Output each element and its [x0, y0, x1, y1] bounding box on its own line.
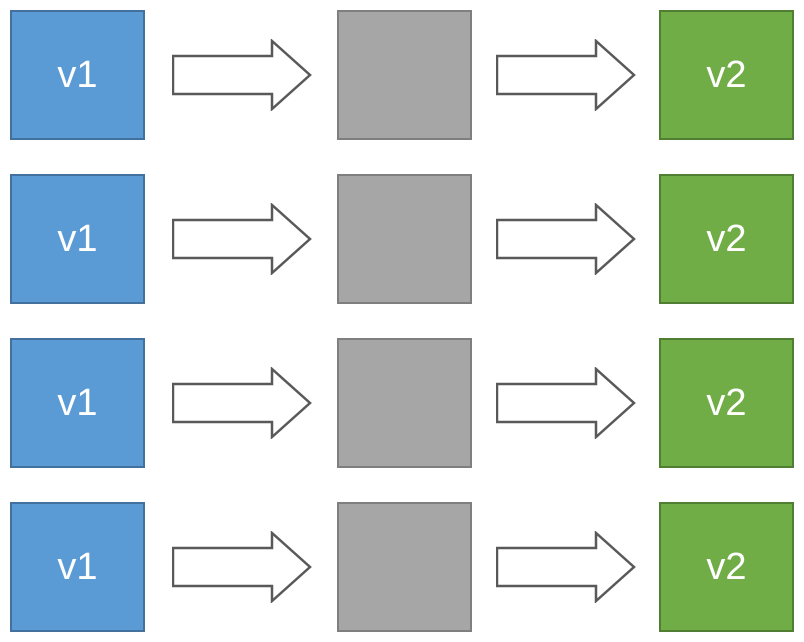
flow-row: v1 v2 — [10, 10, 804, 140]
flow-row: v1 v2 — [10, 338, 804, 468]
right-arrow-icon — [172, 203, 312, 275]
source-node: v1 — [10, 10, 145, 140]
source-node: v1 — [10, 174, 145, 304]
target-node-label: v2 — [706, 54, 747, 96]
source-node-label: v1 — [57, 382, 98, 424]
target-node-label: v2 — [706, 382, 747, 424]
intermediate-node — [337, 502, 472, 632]
target-node: v2 — [659, 10, 794, 140]
intermediate-node — [337, 338, 472, 468]
intermediate-node — [337, 10, 472, 140]
source-node: v1 — [10, 338, 145, 468]
target-node-label: v2 — [706, 546, 747, 588]
right-arrow-icon — [496, 39, 636, 111]
right-arrow-icon — [172, 367, 312, 439]
target-node: v2 — [659, 502, 794, 632]
right-arrow-icon — [496, 531, 636, 603]
right-arrow-icon — [172, 531, 312, 603]
source-node-label: v1 — [57, 218, 98, 260]
flow-row: v1 v2 — [10, 174, 804, 304]
target-node-label: v2 — [706, 218, 747, 260]
source-node: v1 — [10, 502, 145, 632]
target-node: v2 — [659, 338, 794, 468]
target-node: v2 — [659, 174, 794, 304]
right-arrow-icon — [172, 39, 312, 111]
right-arrow-icon — [496, 367, 636, 439]
flow-row: v1 v2 — [10, 502, 804, 632]
source-node-label: v1 — [57, 54, 98, 96]
right-arrow-icon — [496, 203, 636, 275]
source-node-label: v1 — [57, 546, 98, 588]
intermediate-node — [337, 174, 472, 304]
